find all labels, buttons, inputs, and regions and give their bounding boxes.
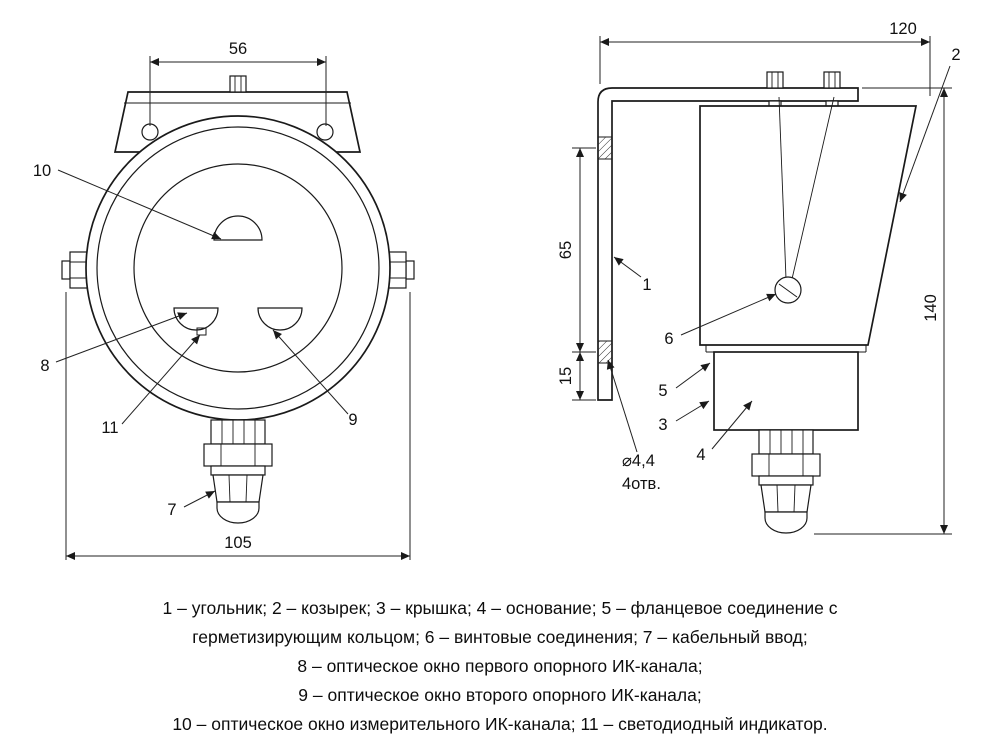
dim-120-label: 120 bbox=[889, 20, 917, 38]
legend: 1 – угольник; 2 – козырек; 3 – крышка; 4… bbox=[0, 594, 1000, 739]
side-view: 120 65 15 140 ⌀4,4 4отв. 1 bbox=[557, 20, 961, 535]
legend-line-3: 8 – оптическое окно первого опорного ИК-… bbox=[297, 656, 703, 676]
front-bracket-hole-left bbox=[141, 123, 159, 141]
dim-65-label: 65 bbox=[557, 241, 575, 259]
front-window-measuring bbox=[213, 215, 263, 241]
front-dim-105: 105 bbox=[65, 292, 411, 560]
callout-9: 9 bbox=[348, 411, 357, 429]
front-led-indicator bbox=[196, 327, 207, 336]
callout-1: 1 bbox=[642, 276, 651, 294]
callout-4: 4 bbox=[696, 446, 705, 464]
side-bolt-2 bbox=[820, 71, 844, 89]
front-bracket-hole-right bbox=[316, 123, 334, 141]
hole-diameter-label: ⌀4,4 bbox=[622, 452, 655, 470]
hole-count-label: 4отв. bbox=[622, 475, 661, 493]
side-bracket-hole-lower bbox=[597, 340, 613, 364]
side-visor-cover bbox=[699, 105, 918, 346]
front-window-ref2 bbox=[257, 307, 303, 331]
callout-8: 8 bbox=[40, 357, 49, 375]
callout-10: 10 bbox=[33, 162, 51, 180]
side-dim-120: 120 bbox=[599, 20, 931, 96]
dim-15-label: 15 bbox=[557, 367, 575, 385]
dim-140-label: 140 bbox=[922, 294, 940, 322]
side-bracket bbox=[597, 87, 859, 401]
legend-line-1: 1 – угольник; 2 – козырек; 3 – крышка; 4… bbox=[162, 598, 838, 618]
callout-5: 5 bbox=[658, 382, 667, 400]
callout-6: 6 bbox=[664, 330, 673, 348]
legend-line-4: 9 – оптическое окно второго опорного ИК-… bbox=[298, 685, 702, 705]
front-faceplate bbox=[133, 163, 343, 373]
side-callouts: 1 2 6 5 3 4 bbox=[613, 46, 961, 464]
side-cable-gland bbox=[751, 429, 821, 534]
side-dim-140: 140 bbox=[814, 87, 952, 535]
front-top-bolt bbox=[226, 75, 250, 93]
front-lug-right bbox=[387, 251, 415, 289]
legend-line-2: герметизирующим кольцом; 6 – винтовые со… bbox=[192, 627, 808, 647]
callout-11: 11 bbox=[101, 419, 118, 437]
legend-line-5: 10 – оптическое окно измерительного ИК-к… bbox=[172, 714, 828, 734]
front-callouts: 10 8 11 9 7 bbox=[33, 162, 358, 519]
callout-2: 2 bbox=[951, 46, 960, 64]
front-dim-56: 56 bbox=[149, 40, 327, 126]
side-dim-65-15: 65 15 bbox=[557, 147, 596, 401]
dim-105-label: 105 bbox=[224, 534, 252, 552]
callout-3: 3 bbox=[658, 416, 667, 434]
side-bracket-hole-upper bbox=[597, 136, 613, 160]
front-view: 56 105 10 8 11 9 7 bbox=[33, 40, 415, 560]
front-lug-left bbox=[61, 251, 89, 289]
side-base bbox=[713, 351, 859, 431]
dim-56-label: 56 bbox=[229, 40, 247, 58]
side-hole-note: ⌀4,4 4отв. bbox=[606, 359, 661, 493]
front-cable-gland bbox=[203, 419, 273, 524]
side-bolt-1 bbox=[763, 71, 787, 89]
callout-7: 7 bbox=[167, 501, 176, 519]
technical-drawing: 56 105 10 8 11 9 7 bbox=[33, 20, 961, 560]
